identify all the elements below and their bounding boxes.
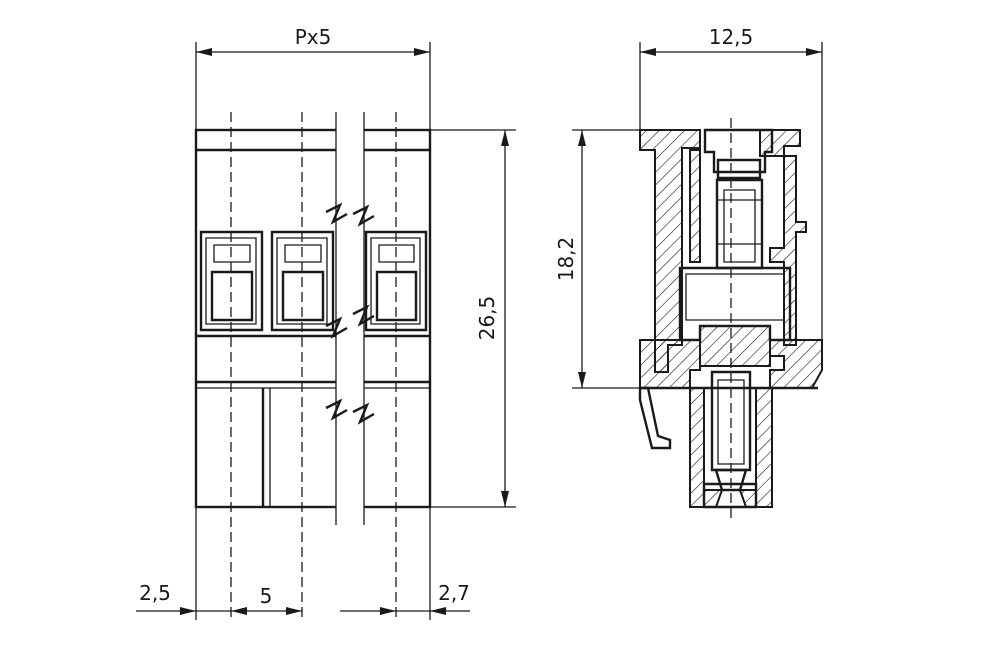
header-right-wall xyxy=(755,387,773,508)
pin-body xyxy=(710,370,752,472)
housing-top-right xyxy=(759,129,801,157)
base-flange-right xyxy=(769,339,823,389)
screw-slot xyxy=(716,158,762,180)
wire-entry-3 xyxy=(364,230,428,332)
latch-hook xyxy=(638,386,672,450)
housing-inner-wall xyxy=(689,149,701,263)
wire-entry-1 xyxy=(199,230,264,332)
front-view xyxy=(194,112,432,620)
housing-right-wall xyxy=(769,155,807,346)
side-view xyxy=(638,118,823,520)
dim-text-left-offset: 2,5 xyxy=(139,581,171,605)
pin-body-inner xyxy=(717,379,745,465)
dim-text-front-height: 26,5 xyxy=(475,296,499,341)
screw-head xyxy=(703,128,774,174)
dim-text-right-offset: 2,7 xyxy=(438,581,470,605)
header-left-wall xyxy=(689,387,705,508)
screw-shank-inner xyxy=(723,189,756,263)
front-dimensions: Px5 26,5 2,5 5 2,7 xyxy=(136,25,516,620)
dim-text-side-height: 18,2 xyxy=(554,237,578,282)
dim-text-pitch-width: Px5 xyxy=(295,25,332,49)
wire-entry-2 xyxy=(270,230,335,332)
break-gap xyxy=(336,120,364,515)
base-flange-left xyxy=(639,339,701,389)
clamp-plate xyxy=(699,325,771,367)
dim-text-side-width: 12,5 xyxy=(709,25,754,49)
side-dimensions: 12,5 18,2 xyxy=(554,25,823,389)
dim-text-pitch: 5 xyxy=(260,584,273,608)
clamp-cage-inner xyxy=(685,273,785,321)
